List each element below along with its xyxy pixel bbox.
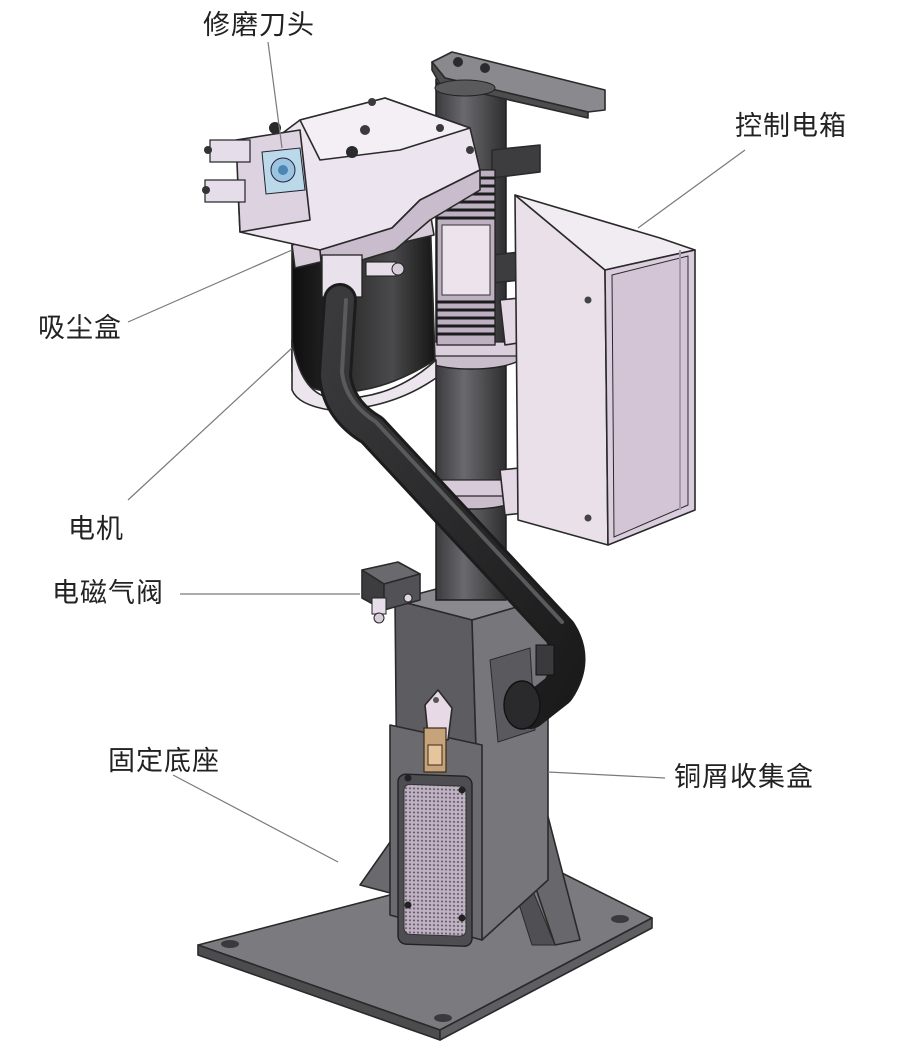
label-grinding-head: 修磨刀头 [203, 10, 315, 41]
label-fixed-base: 固定底座 [108, 746, 220, 777]
leader-lines [127, 41, 746, 863]
label-dust-box: 吸尘盒 [38, 313, 122, 344]
vacuum-hose [318, 283, 586, 730]
label-control-box: 控制电箱 [735, 111, 847, 142]
label-motor: 电机 [68, 514, 124, 545]
label-solenoid-valve: 电磁气阀 [52, 578, 164, 609]
cutter-head-housing [202, 97, 481, 273]
label-chip-box: 铜屑收集盒 [674, 762, 814, 793]
solenoid-valve [361, 561, 421, 624]
top-swing-arm [431, 51, 606, 119]
control-box [514, 194, 696, 546]
chip-collection-box [389, 724, 483, 947]
latch-clamp [423, 689, 453, 773]
